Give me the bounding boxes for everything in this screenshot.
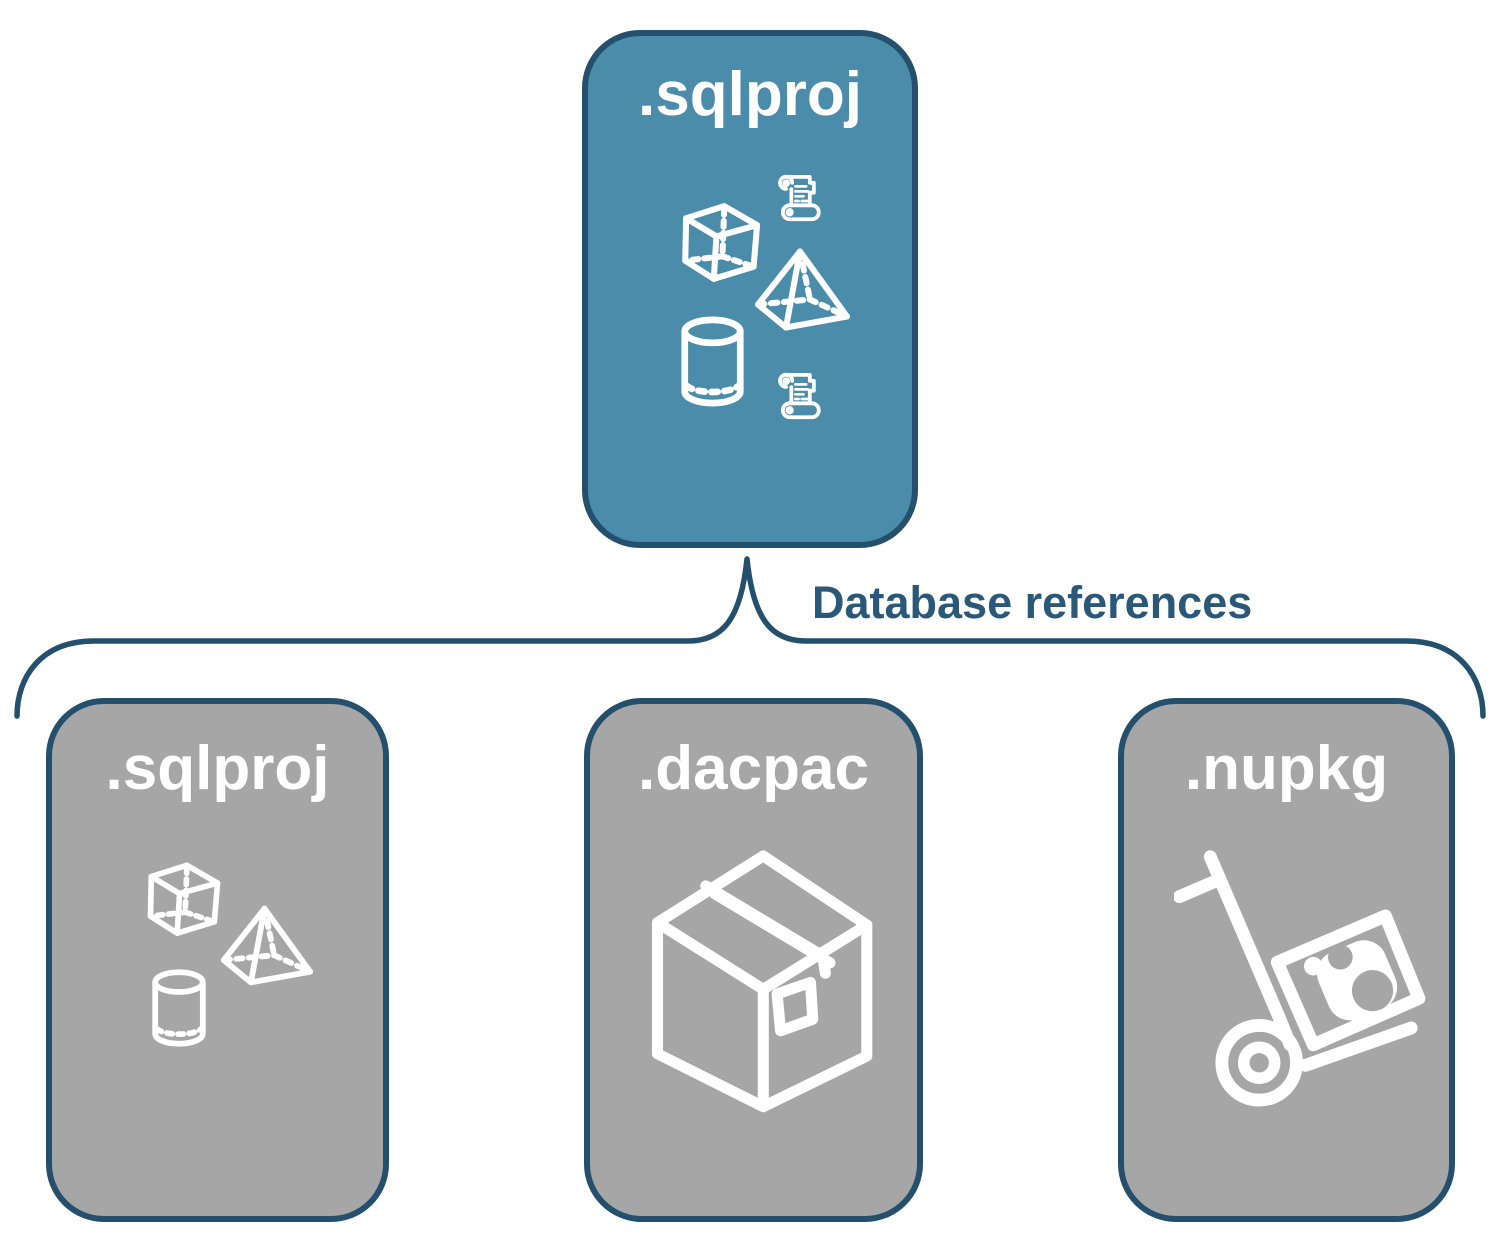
card-sqlproj-main: .sqlproj [582,30,918,548]
cylinder-icon [679,316,746,407]
pyramid-icon [216,904,313,988]
card-nupkg-title: .nupkg [1184,734,1389,803]
card-sqlproj-reference: .sqlproj [46,698,389,1222]
card-nupkg: .nupkg [1118,698,1455,1222]
scroll-icon [772,369,826,425]
scroll-icon [772,171,826,227]
cube-icon [140,854,224,938]
connector-label: Database references [812,577,1253,628]
cylinder-icon [148,969,210,1047]
hand-truck-nuget-icon [1174,849,1432,1122]
pyramid-icon [750,244,850,336]
card-sqlproj-main-title: .sqlproj [638,60,862,129]
card-dacpac-title: .dacpac [638,734,869,803]
card-sqlproj-reference-title: .sqlproj [105,734,330,803]
package-box-icon [646,844,876,1114]
card-dacpac: .dacpac [584,698,923,1222]
